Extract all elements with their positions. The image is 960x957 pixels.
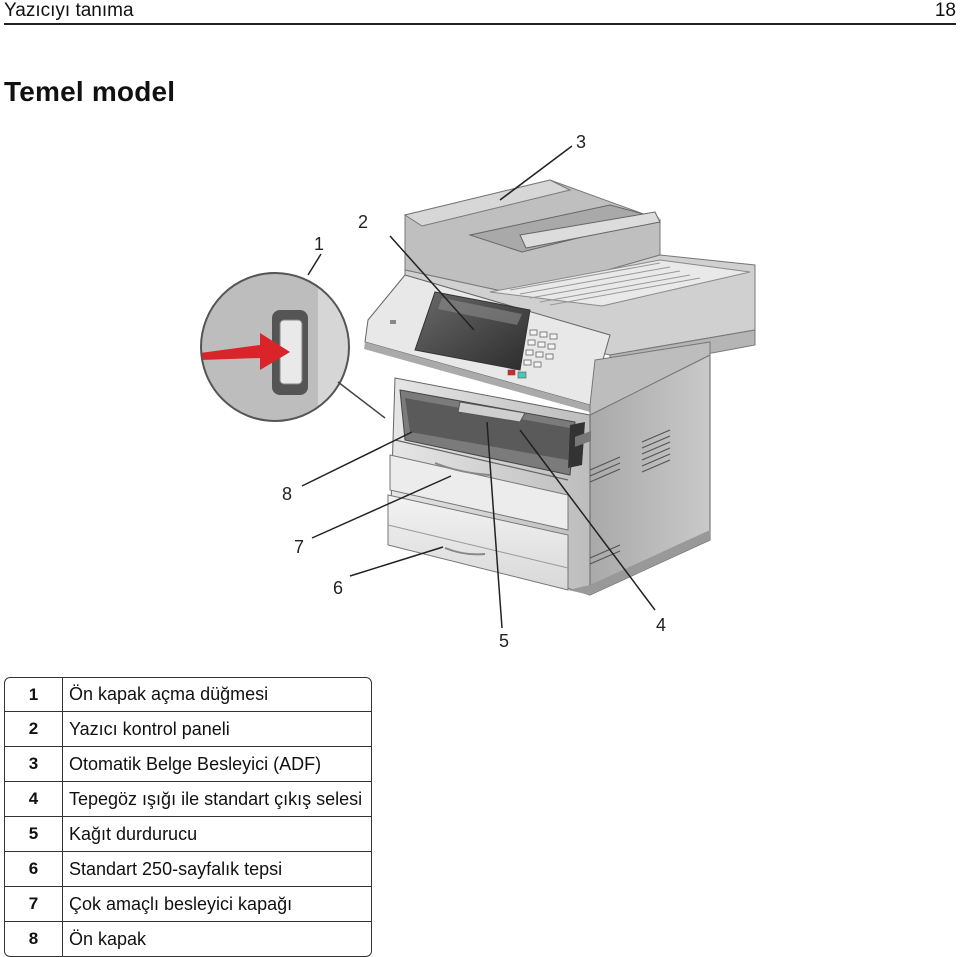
printer-svg: 1 2 3 4 5 6 7 8 xyxy=(200,132,756,651)
control-panel xyxy=(364,274,611,412)
row-label: Otomatik Belge Besleyici (ADF) xyxy=(69,753,322,774)
callout-5: 5 xyxy=(499,631,509,651)
table-row: 3 Otomatik Belge Besleyici (ADF) xyxy=(5,746,371,781)
row-number: 5 xyxy=(5,817,63,851)
row-number: 1 xyxy=(5,678,63,711)
row-label: Ön kapak açma düğmesi xyxy=(69,684,269,704)
callout-8: 8 xyxy=(282,484,292,504)
row-number: 7 xyxy=(5,887,63,921)
row-label: Kağıt durdurucu xyxy=(69,823,198,844)
row-label: Çok amaçlı besleyici kapağı xyxy=(69,893,293,914)
callout-2: 2 xyxy=(358,212,368,232)
row-number: 4 xyxy=(5,782,63,816)
table-row: 2 Yazıcı kontrol paneli xyxy=(5,711,371,746)
row-number: 2 xyxy=(5,712,63,746)
legend-table: 1 Ön kapak açma düğmesi 2 Yazıcı kontrol… xyxy=(4,677,372,957)
table-row: 8 Ön kapak xyxy=(5,921,371,956)
header-rule xyxy=(4,23,956,25)
table-row: 4 Tepegöz ışığı ile standart çıkış seles… xyxy=(5,781,371,816)
printer-illustration: 1 2 3 4 5 6 7 8 xyxy=(190,120,960,660)
table-row: 7 Çok amaçlı besleyici kapağı xyxy=(5,886,371,921)
callout-leaders xyxy=(301,145,656,629)
page-number: 18 xyxy=(934,0,956,21)
row-label: Yazıcı kontrol paneli xyxy=(69,718,230,739)
table-row: 1 Ön kapak açma düğmesi xyxy=(5,678,371,711)
callout-3: 3 xyxy=(576,132,586,152)
page-header: Yazıcıyı tanıma 18 xyxy=(0,0,960,25)
table-row: 5 Kağıt durdurucu xyxy=(5,816,371,851)
callout-7: 7 xyxy=(294,537,304,557)
row-number: 3 xyxy=(5,747,63,781)
callout-6: 6 xyxy=(333,578,343,598)
callout-1: 1 xyxy=(314,234,324,254)
scanner-body xyxy=(404,254,756,373)
row-label: Tepegöz ışığı ile standart çıkış selesi xyxy=(69,788,363,809)
row-label: Ön kapak xyxy=(69,928,147,949)
section-title: Temel model xyxy=(4,76,176,107)
zoom-inset xyxy=(200,272,386,422)
header-title: Yazıcıyı tanıma xyxy=(4,0,134,21)
row-number: 6 xyxy=(5,852,63,886)
callout-4: 4 xyxy=(656,615,666,635)
row-number: 8 xyxy=(5,922,63,956)
table-row: 6 Standart 250-sayfalık tepsi xyxy=(5,851,371,886)
row-label: Standart 250-sayfalık tepsi xyxy=(69,858,283,879)
